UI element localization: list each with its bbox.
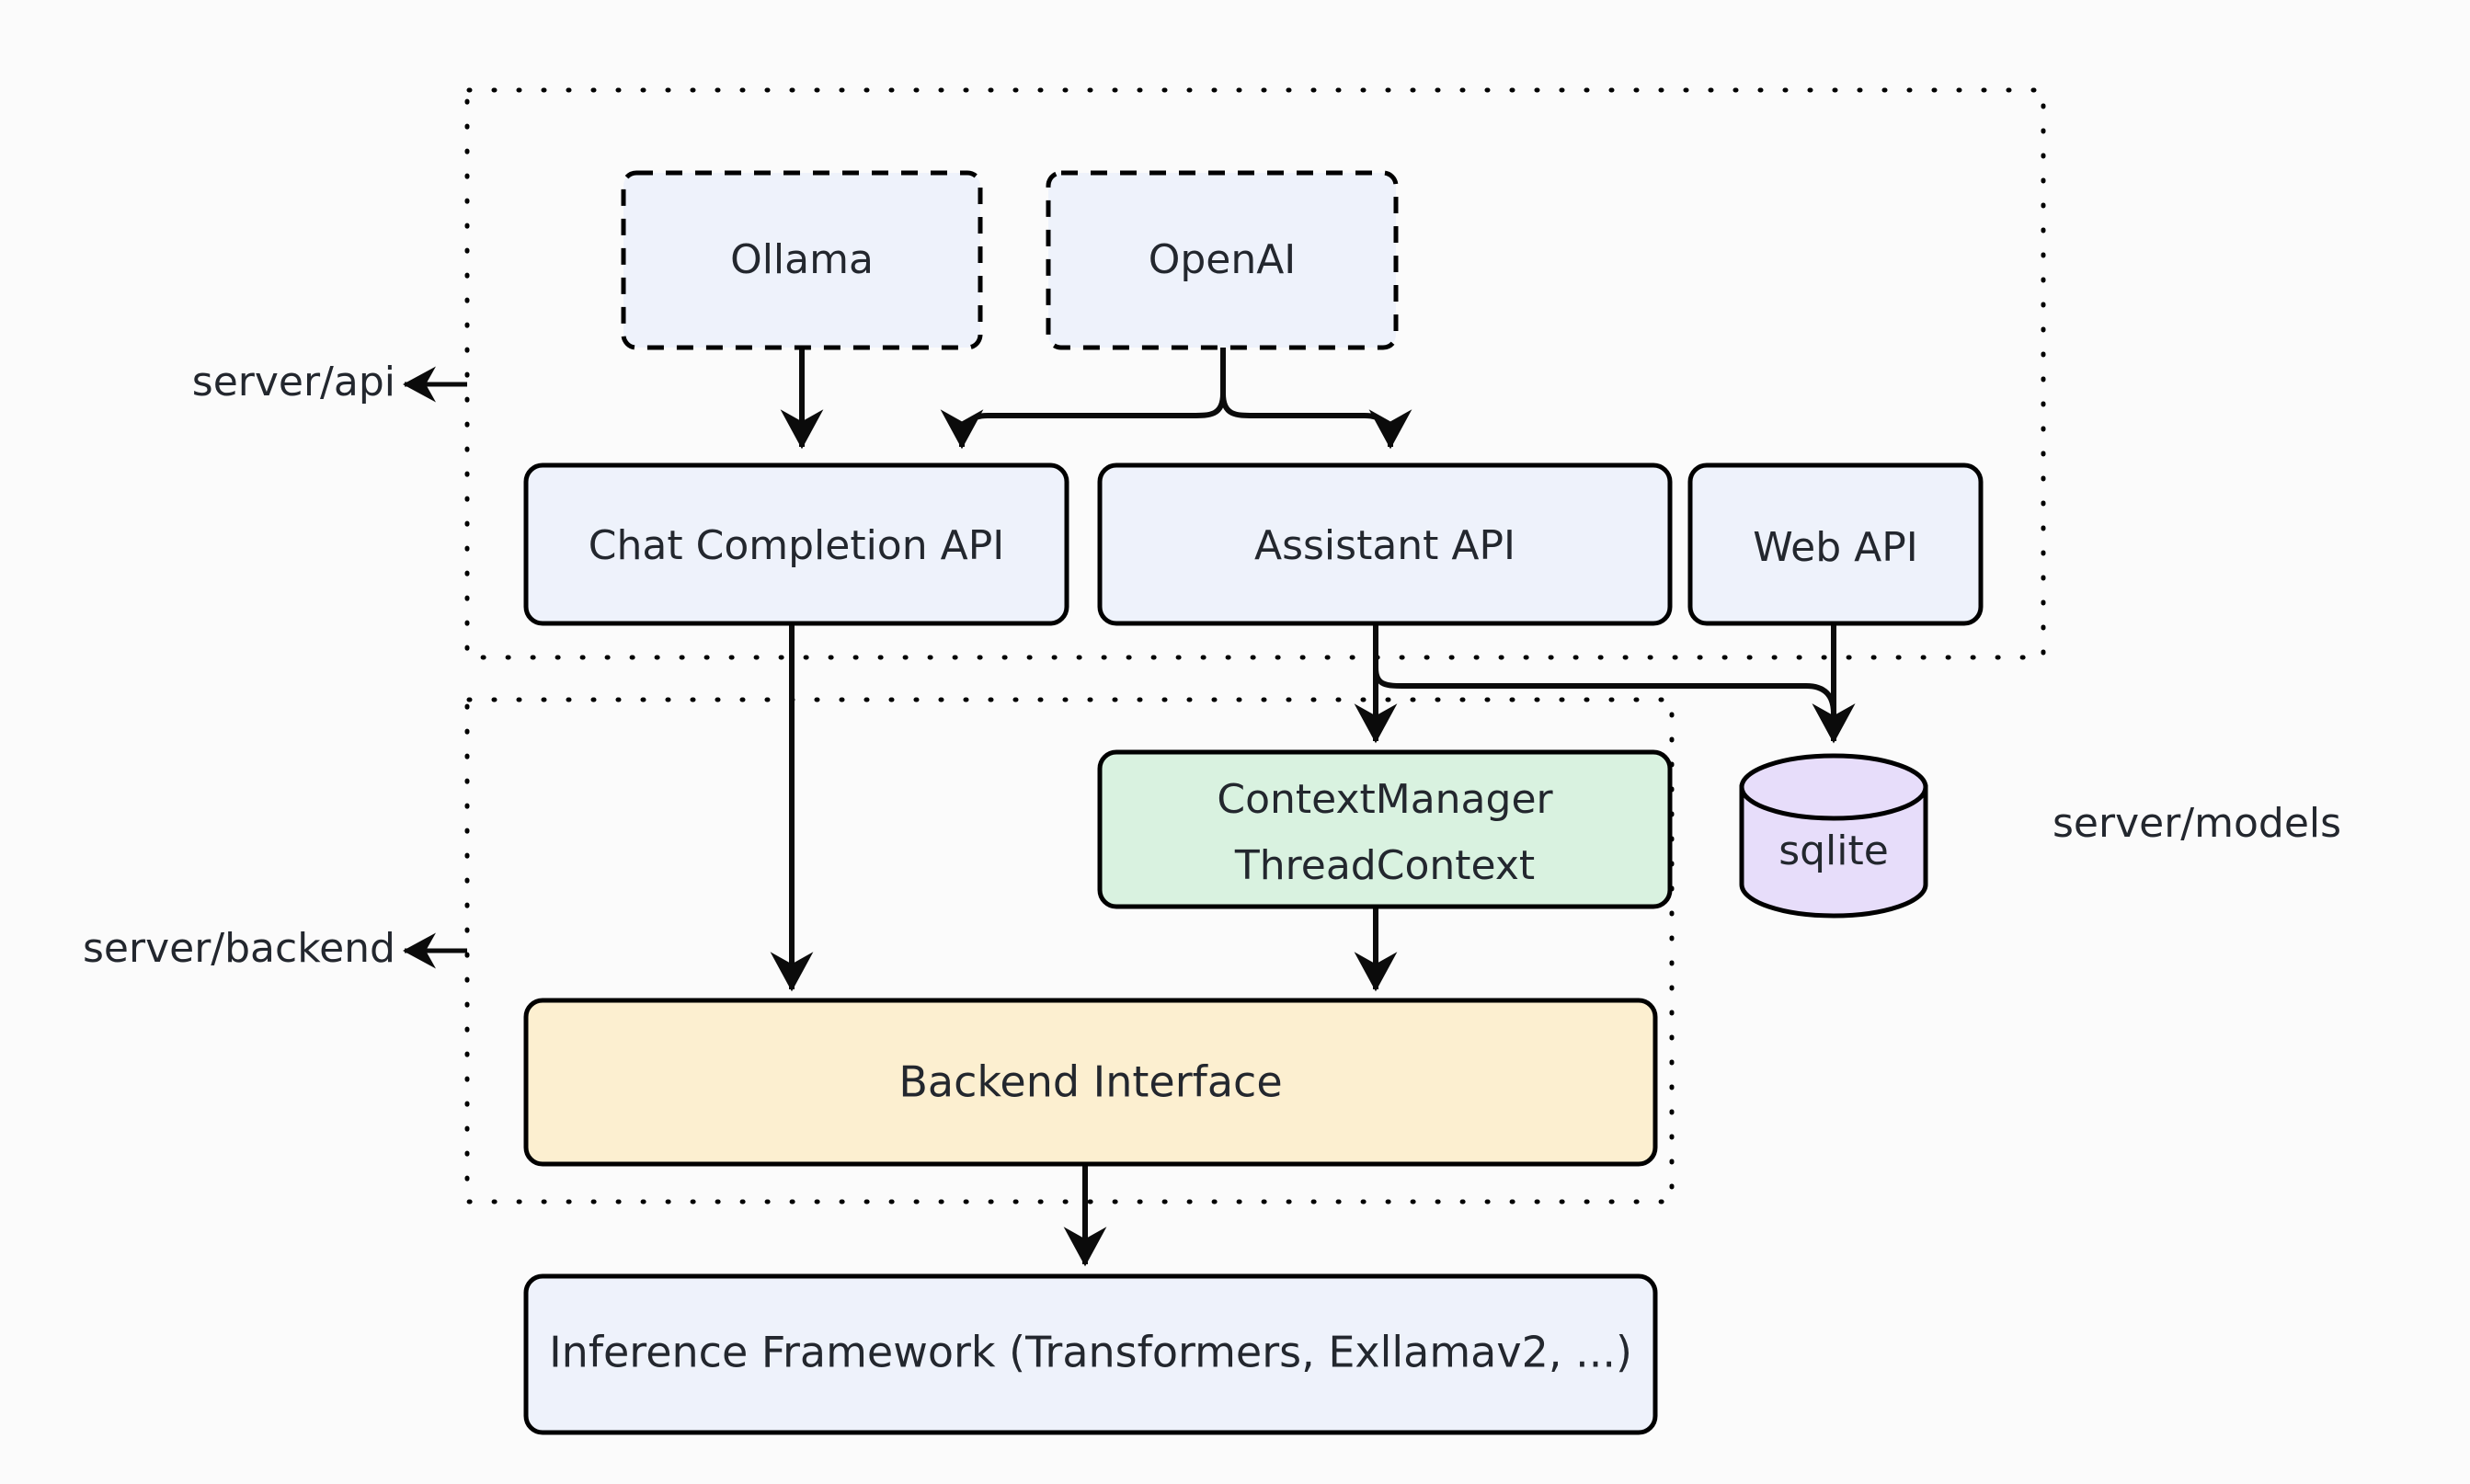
node-openai-box[interactable] <box>1046 170 1399 350</box>
node-context-manager-label-line2: ThreadContext <box>1234 842 1535 889</box>
node-openai[interactable]: OpenAI <box>1046 170 1399 350</box>
cluster-server-api <box>464 87 2046 660</box>
node-chat-completion-api[interactable]: Chat Completion API <box>523 462 1069 626</box>
node-inference-framework[interactable]: Inference Framework (Transformers, Exlla… <box>523 1273 1658 1435</box>
node-assistant-api-label: Assistant API <box>1254 522 1515 569</box>
node-chat-completion-api-box[interactable] <box>523 462 1069 626</box>
node-context-manager[interactable]: ContextManager ThreadContext <box>1097 749 1673 909</box>
cluster-label-server-models: server/models <box>2053 800 2341 847</box>
node-sqlite-label: sqlite <box>1778 828 1889 874</box>
node-openai-label: OpenAI <box>1149 236 1297 283</box>
node-backend-interface[interactable]: Backend Interface <box>523 998 1658 1167</box>
node-web-api-box[interactable] <box>1687 462 1984 626</box>
edge-assistant-api-to-sqlite <box>1373 667 1856 744</box>
node-backend-interface-box[interactable] <box>523 998 1658 1167</box>
node-backend-interface-label: Backend Interface <box>898 1057 1282 1107</box>
node-web-api-label: Web API <box>1753 524 1918 571</box>
node-ollama-label: Ollama <box>730 236 874 283</box>
node-inference-framework-label: Inference Framework (Transformers, Exlla… <box>549 1328 1632 1377</box>
node-assistant-api-box[interactable] <box>1097 462 1673 626</box>
cluster-label-server-backend: server/backend <box>83 925 395 972</box>
node-chat-completion-api-label: Chat Completion API <box>589 522 1004 569</box>
node-sqlite-top[interactable] <box>1739 753 1928 821</box>
node-inference-framework-box[interactable] <box>523 1273 1658 1435</box>
node-sqlite[interactable]: sqlite <box>1739 753 1928 919</box>
cluster-label-server-api: server/api <box>192 359 395 405</box>
node-ollama-box[interactable] <box>621 170 983 350</box>
node-ollama[interactable]: Ollama <box>621 170 983 350</box>
node-context-manager-label-line1: ContextManager <box>1217 776 1553 823</box>
edge-openai-to-assistant-api <box>1220 393 1412 450</box>
node-context-manager-box[interactable] <box>1097 749 1673 909</box>
node-sqlite-body[interactable] <box>1739 784 1928 919</box>
node-assistant-api[interactable]: Assistant API <box>1097 462 1673 626</box>
node-web-api[interactable]: Web API <box>1687 462 1984 626</box>
edge-openai-to-chat-api <box>940 393 1226 450</box>
